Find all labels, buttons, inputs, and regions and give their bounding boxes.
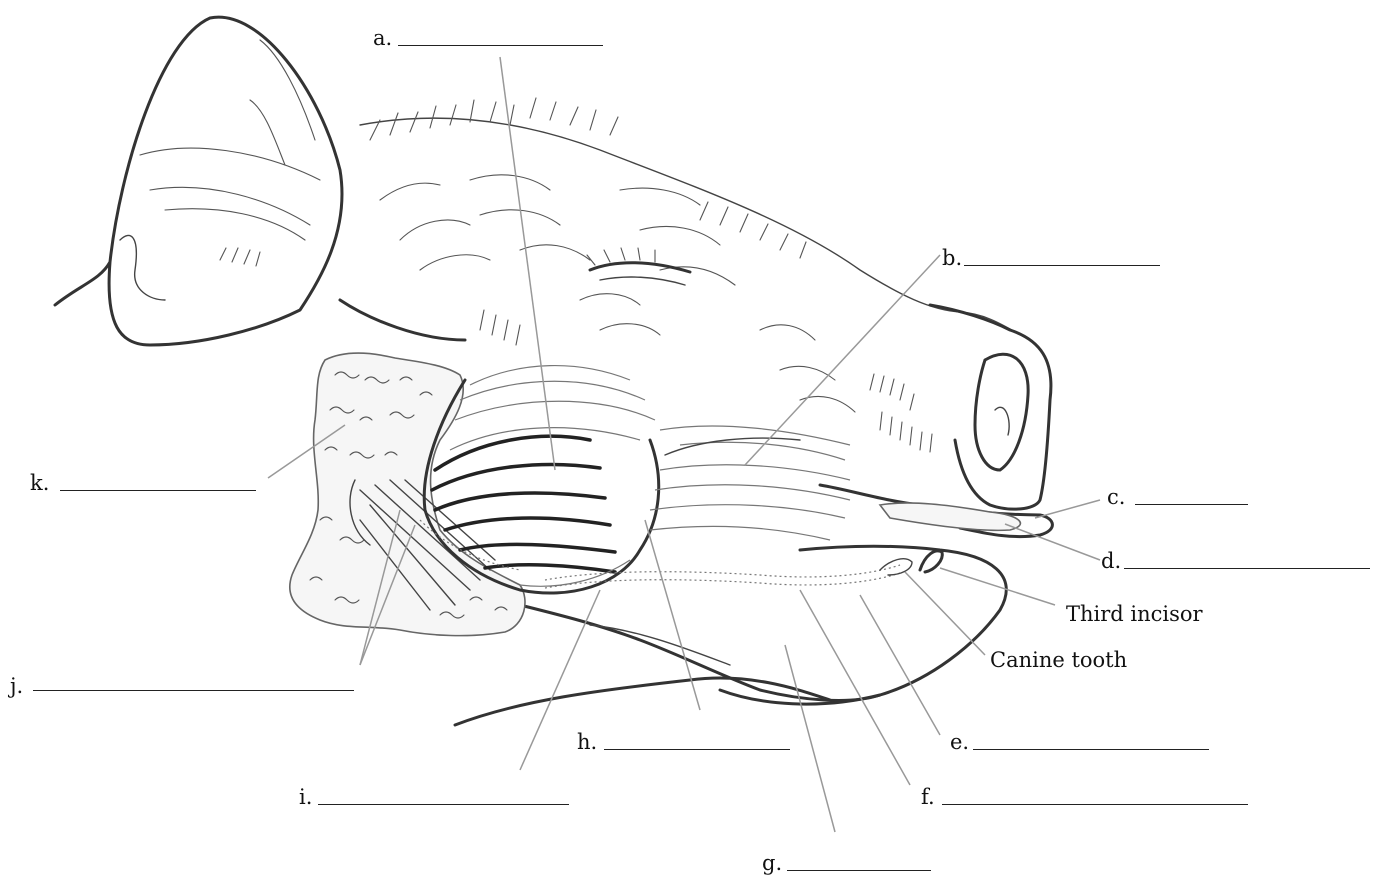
salivary-duct bbox=[545, 565, 900, 580]
label-d: d. bbox=[1101, 551, 1121, 572]
ear bbox=[55, 17, 342, 345]
label-f: f. bbox=[921, 787, 935, 808]
answer-blank-f[interactable] bbox=[942, 804, 1248, 805]
label-canine-tooth: Canine tooth bbox=[990, 650, 1127, 671]
label-h: h. bbox=[577, 732, 597, 753]
answer-blank-j[interactable] bbox=[33, 690, 354, 691]
label-e: e. bbox=[950, 732, 969, 753]
label-j: j. bbox=[10, 676, 23, 697]
label-third-incisor: Third incisor bbox=[1066, 604, 1203, 625]
answer-blank-b[interactable] bbox=[964, 265, 1160, 266]
answer-blank-e[interactable] bbox=[973, 749, 1209, 750]
answer-blank-a[interactable] bbox=[398, 45, 603, 46]
label-i: i. bbox=[299, 787, 312, 808]
answer-blank-k[interactable] bbox=[60, 490, 256, 491]
label-g: g. bbox=[762, 853, 782, 874]
label-a: a. bbox=[373, 28, 392, 49]
label-c: c. bbox=[1107, 487, 1125, 508]
answer-blank-h[interactable] bbox=[604, 749, 790, 750]
canine-tooth-shape bbox=[880, 559, 912, 575]
third-incisor-tooth bbox=[920, 551, 942, 572]
label-k: k. bbox=[30, 473, 49, 494]
answer-blank-d[interactable] bbox=[1124, 568, 1370, 569]
label-b: b. bbox=[942, 248, 962, 269]
answer-blank-g[interactable] bbox=[787, 870, 931, 871]
answer-blank-i[interactable] bbox=[318, 804, 569, 805]
answer-blank-c[interactable] bbox=[1135, 504, 1248, 505]
cheek-muscles bbox=[650, 426, 850, 540]
